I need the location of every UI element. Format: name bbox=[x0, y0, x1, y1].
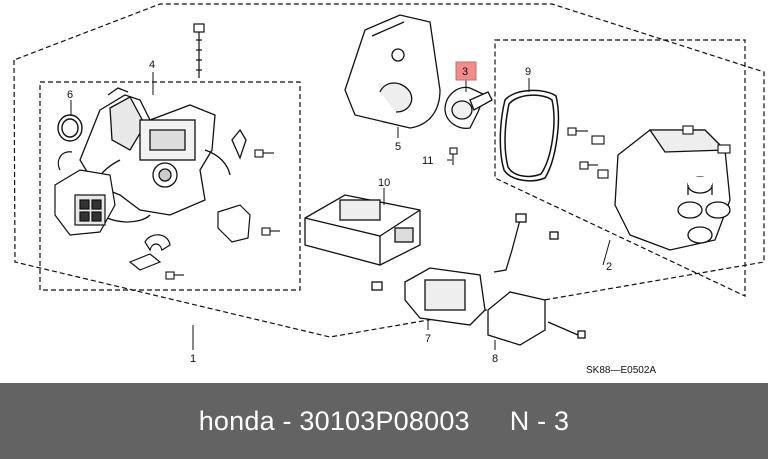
group-box-2 bbox=[494, 39, 746, 297]
exploded-view-drawing: 1 2 3 4 5 6 7 8 9 10 11 SK88—E0502A bbox=[13, 3, 765, 376]
long-bolt bbox=[193, 23, 205, 78]
clamp-part bbox=[128, 234, 171, 271]
cover-part bbox=[344, 14, 441, 129]
leader-lines bbox=[70, 72, 611, 350]
callout-11: 11 bbox=[422, 155, 433, 167]
distributor-cap-part bbox=[614, 129, 731, 251]
callout-4: 4 bbox=[149, 59, 155, 71]
callout-labels: 1 2 3 4 5 6 7 8 9 10 11 bbox=[67, 59, 612, 365]
parts-diagram: 1 2 3 4 5 6 7 8 9 10 11 SK88—E0502A bbox=[13, 3, 765, 376]
position-label: N - 3 bbox=[509, 405, 570, 436]
assembly-frame bbox=[13, 3, 765, 338]
diagram-code: SK88—E0502A bbox=[586, 365, 656, 376]
callout-9: 9 bbox=[525, 66, 531, 78]
footer-bar: honda - 30103P08003 N - 3 bbox=[0, 383, 768, 459]
group-box-4 bbox=[39, 81, 301, 291]
small-bracket bbox=[217, 204, 251, 243]
igniter-part bbox=[371, 267, 486, 326]
callout-1: 1 bbox=[190, 353, 196, 365]
o-ring-part bbox=[57, 114, 83, 142]
distributor-housing-part bbox=[79, 87, 247, 223]
ignition-coil-part bbox=[304, 194, 421, 266]
connector-plug bbox=[54, 151, 116, 236]
callout-10: 10 bbox=[378, 177, 390, 189]
gasket-part bbox=[499, 89, 560, 182]
callout-7: 7 bbox=[425, 333, 431, 345]
callout-3: 3 bbox=[462, 66, 468, 78]
rotor-screw bbox=[449, 147, 458, 165]
callout-2: 2 bbox=[606, 261, 612, 273]
module-part bbox=[487, 291, 586, 346]
callout-highlight bbox=[455, 61, 477, 81]
callout-5: 5 bbox=[395, 141, 401, 153]
rotor-part bbox=[444, 86, 493, 129]
wire-lead bbox=[493, 213, 559, 273]
callout-8: 8 bbox=[492, 353, 498, 365]
part-info: honda - 30103P08003 bbox=[198, 405, 470, 436]
callout-6: 6 bbox=[67, 89, 73, 101]
small-screws-left bbox=[165, 149, 280, 280]
cap-screws bbox=[567, 125, 731, 179]
